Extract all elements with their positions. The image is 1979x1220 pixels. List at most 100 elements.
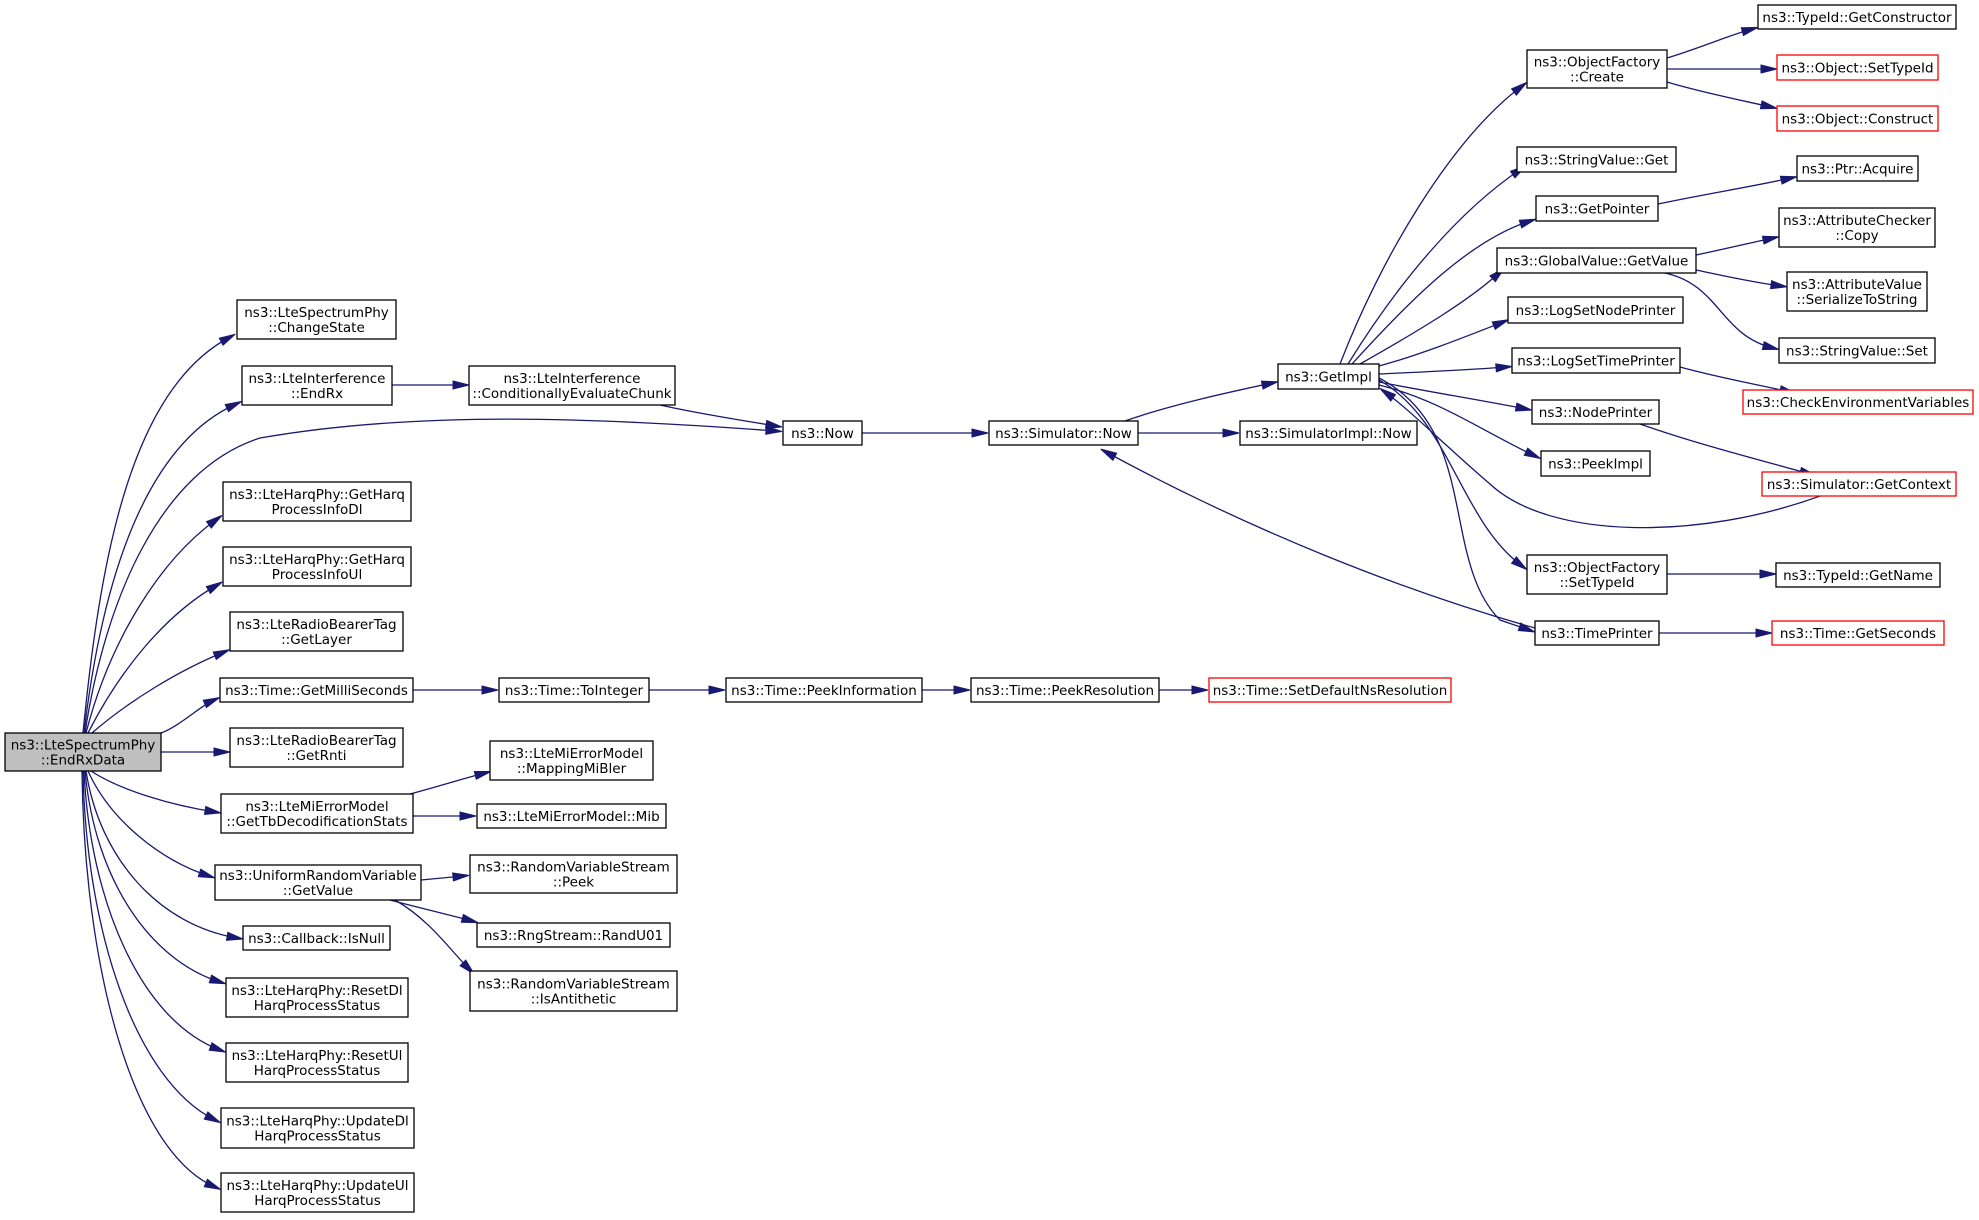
node-getpointer[interactable]: ns3::GetPointer (1535, 195, 1659, 222)
node-label: ns3::AttributeChecker (1783, 213, 1931, 229)
node-label: ns3::NodePrinter (1539, 405, 1653, 421)
node-lteintEndrx[interactable]: ns3::LteInterference::EndRx (241, 365, 393, 406)
node-peekimpl[interactable]: ns3::PeekImpl (1540, 450, 1651, 477)
node-lognode[interactable]: ns3::LogSetNodePrinter (1507, 296, 1684, 324)
node-label: ns3::LteHarqPhy::UpdateDl (226, 1114, 409, 1130)
node-label: ns3::Time::ToInteger (505, 683, 644, 699)
node-avser[interactable]: ns3::AttributeValue::SerializeToString (1786, 271, 1928, 312)
node-getlayer[interactable]: ns3::LteRadioBearerTag::GetLayer (229, 611, 404, 652)
node-randu01[interactable]: ns3::RngStream::RandU01 (476, 922, 671, 948)
node-settypeid[interactable]: ns3::Object::SetTypeId (1776, 54, 1939, 81)
node-label: ns3::Time::SetDefaultNsResolution (1213, 683, 1448, 699)
node-box (1742, 389, 1974, 415)
node-logtime[interactable]: ns3::LogSetTimePrinter (1511, 347, 1681, 374)
node-mib[interactable]: ns3::LteMiErrorModel::Mib (476, 803, 667, 829)
node-condeval[interactable]: ns3::LteInterference::ConditionallyEvalu… (468, 365, 676, 406)
node-box (1786, 271, 1928, 312)
edge-endrx-to-getlayer (91, 651, 225, 734)
node-simnow[interactable]: ns3::Simulator::Now (988, 420, 1139, 446)
node-box (1535, 195, 1659, 222)
node-changestate[interactable]: ns3::LteSpectrumPhy::ChangeState (236, 299, 397, 340)
node-label: ::IsAntithetic (531, 992, 617, 1008)
node-label: HarqProcessStatus (254, 1063, 381, 1079)
node-box (1208, 677, 1452, 703)
node-timeprinter[interactable]: ns3::TimePrinter (1534, 620, 1660, 646)
edge-endrx-to-resetdl-arrowhead (208, 974, 226, 985)
node-endrx[interactable]: ns3::LteSpectrumPhy::EndRxData (4, 732, 162, 772)
node-label: ::EndRxData (41, 753, 125, 769)
node-box (1526, 554, 1668, 595)
node-peekinfo[interactable]: ns3::Time::PeekInformation (725, 677, 923, 703)
node-updatedl[interactable]: ns3::LteHarqPhy::UpdateDlHarqProcessStat… (220, 1107, 415, 1149)
node-gvgetvalue[interactable]: ns3::GlobalValue::GetValue (1496, 247, 1697, 274)
edge-getimpl-to-peekimpl-arrowhead (1523, 447, 1541, 460)
node-resetul[interactable]: ns3::LteHarqPhy::ResetUlHarqProcessStatu… (225, 1042, 409, 1083)
edge-endrx-to-gettb-arrowhead (203, 805, 222, 815)
node-gettb[interactable]: ns3::LteMiErrorModel::GetTbDecodificatio… (220, 793, 414, 834)
edge-logtime-to-checkenv (1679, 366, 1791, 393)
edge-getcontext-to-getimpl (1384, 391, 1821, 529)
node-label: ::EndRx (291, 386, 343, 402)
edge-gvgetvalue-to-strvalset-arrowhead (1761, 340, 1780, 351)
node-label: ns3::RandomVariableStream (477, 860, 670, 876)
node-urvget[interactable]: ns3::UniformRandomVariable::GetValue (214, 864, 422, 901)
node-peekres[interactable]: ns3::Time::PeekResolution (970, 677, 1160, 703)
node-getcontext[interactable]: ns3::Simulator::GetContext (1761, 471, 1957, 497)
node-updateul[interactable]: ns3::LteHarqPhy::UpdateUlHarqProcessStat… (220, 1172, 415, 1213)
node-label: ns3::GetImpl (1285, 370, 1372, 386)
node-box (476, 803, 667, 829)
edge-endrx-to-resetul (83, 770, 221, 1051)
edge-getms-to-tointeger-arrowhead (481, 685, 499, 695)
edge-getcontext-to-getimpl-arrowhead (1379, 388, 1397, 402)
node-getseconds[interactable]: ns3::Time::GetSeconds (1771, 620, 1945, 646)
node-box (225, 1042, 409, 1083)
edge-simnow-to-getimpl-arrowhead (1260, 380, 1279, 390)
edge-condeval-to-now-arrowhead (764, 419, 783, 429)
node-gettypename[interactable]: ns3::TypeId::GetName (1775, 562, 1941, 588)
node-checkenv[interactable]: ns3::CheckEnvironmentVariables (1742, 389, 1974, 415)
node-box (1534, 620, 1660, 646)
node-nodeprinter[interactable]: ns3::NodePrinter (1531, 399, 1660, 425)
node-strvalget[interactable]: ns3::StringValue::Get (1516, 146, 1677, 173)
node-construct[interactable]: ns3::Object::Construct (1776, 105, 1939, 132)
edge-endrx-to-harqdl-arrowhead (205, 515, 223, 529)
node-simimplnow[interactable]: ns3::SimulatorImpl::Now (1239, 420, 1418, 446)
node-getms[interactable]: ns3::Time::GetMilliSeconds (219, 677, 414, 703)
node-label: ns3::RandomVariableStream (477, 977, 670, 993)
node-isanti[interactable]: ns3::RandomVariableStream::IsAntithetic (469, 970, 678, 1012)
node-label: ::Peek (553, 875, 594, 891)
node-label: ::MappingMiBler (517, 761, 627, 777)
node-setdefres[interactable]: ns3::Time::SetDefaultNsResolution (1208, 677, 1452, 703)
node-tointeger[interactable]: ns3::Time::ToInteger (498, 677, 650, 703)
node-getimpl[interactable]: ns3::GetImpl (1277, 363, 1380, 390)
node-label: HarqProcessStatus (254, 1129, 381, 1145)
node-now[interactable]: ns3::Now (782, 420, 863, 446)
node-accopy[interactable]: ns3::AttributeChecker::Copy (1778, 207, 1936, 248)
node-strvalset[interactable]: ns3::StringValue::Set (1778, 337, 1936, 364)
node-box (469, 970, 678, 1012)
edge-ofcreate-to-settypeid-arrowhead (1760, 64, 1778, 74)
node-getrnti[interactable]: ns3::LteRadioBearerTag::GetRnti (229, 727, 404, 768)
node-ofsettypeid[interactable]: ns3::ObjectFactory::SetTypeId (1526, 554, 1668, 595)
node-label: HarqProcessStatus (254, 998, 381, 1014)
node-label: ns3::LteSpectrumPhy (244, 305, 389, 321)
node-box (1771, 620, 1945, 646)
node-ptracquire[interactable]: ns3::Ptr::Acquire (1796, 155, 1919, 182)
edge-getimpl-to-timeprinter (1378, 377, 1530, 631)
node-mappingmibler[interactable]: ns3::LteMiErrorModel::MappingMiBler (489, 740, 654, 781)
node-box (469, 854, 678, 894)
node-getctor[interactable]: ns3::TypeId::GetConstructor (1757, 4, 1957, 30)
node-box (229, 611, 404, 652)
node-rvspeek[interactable]: ns3::RandomVariableStream::Peek (469, 854, 678, 894)
node-box (1526, 49, 1668, 89)
node-label: ProcessInfoDl (272, 502, 363, 518)
node-label: ns3::TypeId::GetConstructor (1762, 10, 1952, 26)
node-label: ns3::PeekImpl (1548, 457, 1643, 473)
node-isnull[interactable]: ns3::Callback::IsNull (242, 925, 391, 951)
node-ofcreate[interactable]: ns3::ObjectFactory::Create (1526, 49, 1668, 89)
node-resetdl[interactable]: ns3::LteHarqPhy::ResetDlHarqProcessStatu… (225, 977, 409, 1018)
edge-peekinfo-to-peekres-arrowhead (953, 685, 971, 695)
